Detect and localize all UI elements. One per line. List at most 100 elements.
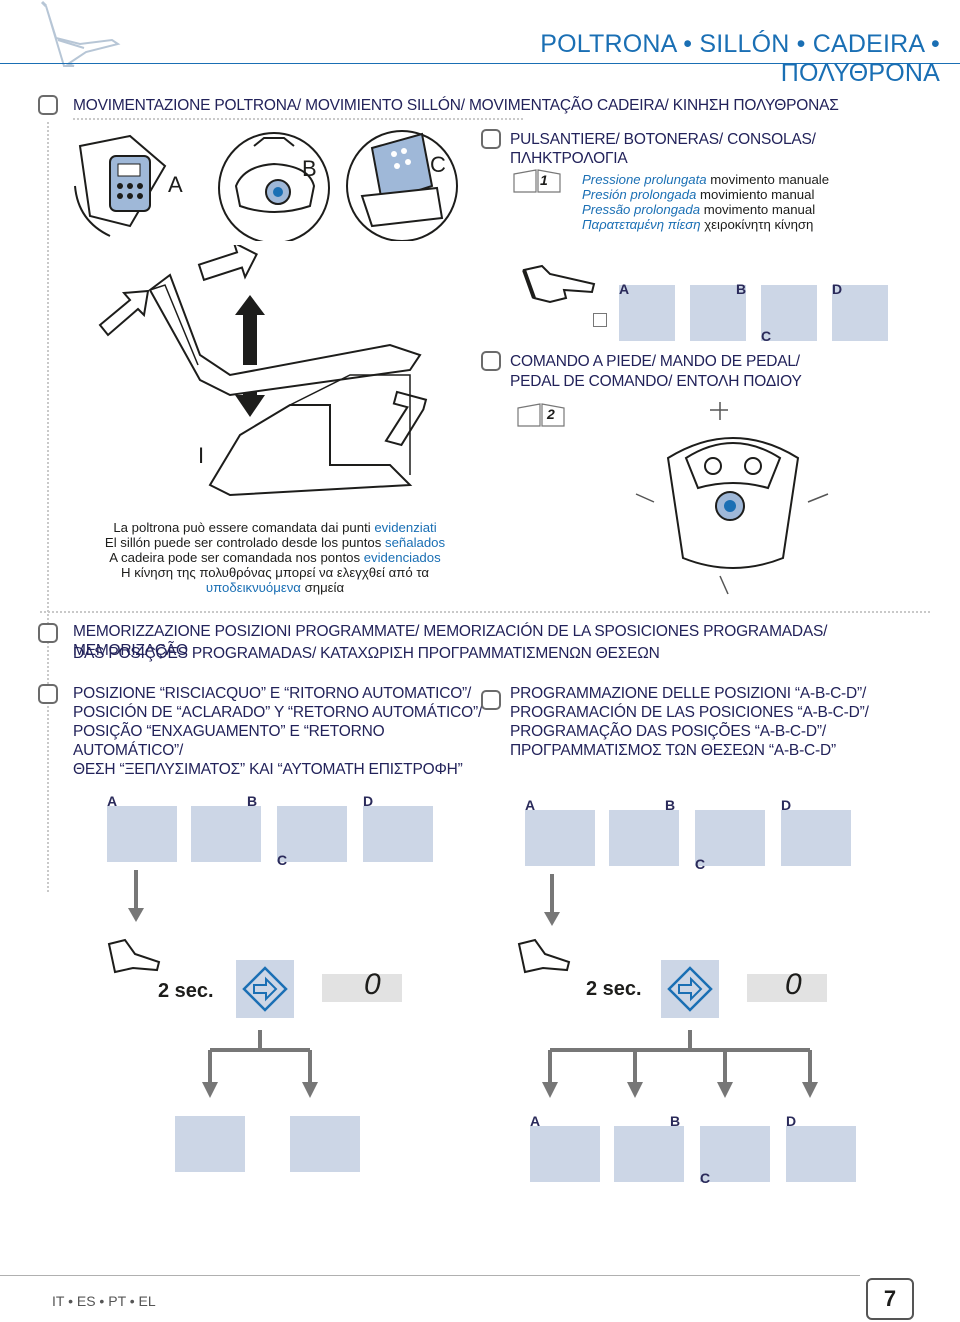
left-panel-a[interactable] — [107, 806, 177, 862]
right-panel-a[interactable] — [525, 810, 595, 866]
rinse-position-heading: POSIZIONE “RISCIACQUO” E “RITORNO AUTOMA… — [73, 684, 483, 779]
right-panel-b[interactable] — [609, 810, 679, 866]
header-chair-logo — [28, 0, 128, 74]
description-line-1: La poltrona può essere comandata dai pun… — [113, 520, 437, 535]
rinse-panel[interactable] — [175, 1116, 245, 1172]
right-display-panel — [747, 974, 827, 1002]
view-label-b: B — [302, 156, 317, 181]
section-title-pedal-line2: PEDAL DE COMANDO/ ΕΝΤΟΛΗ ΠΟΔΙΟΥ — [510, 373, 802, 390]
program-heading-line-3: PROGRAMAÇÃO DAS POSIÇÕES “A-B-C-D”/ — [510, 723, 826, 740]
program-panel-d[interactable] — [786, 1126, 856, 1182]
right-display-digit: 0 — [785, 968, 802, 1001]
footer-rule-left — [0, 1275, 860, 1276]
view-label-c: C — [430, 152, 446, 177]
detail-view-c — [342, 126, 462, 242]
checkbox-program-positions[interactable] — [481, 690, 501, 710]
left-display-panel — [322, 974, 402, 1002]
auto-return-panel[interactable] — [290, 1116, 360, 1172]
section-dotted-rule — [73, 118, 523, 120]
left-panel-letter-d: D — [363, 793, 374, 809]
console-line-4: Παρατεταμένη πίεση χειροκίνητη κίνηση — [582, 217, 814, 232]
console-line-2: Presión prolongada movimiento manual — [582, 187, 815, 202]
right-press-hand-icon — [515, 938, 575, 978]
console-panel-b[interactable] — [690, 285, 746, 341]
program-positions-heading: PROGRAMMAZIONE DELLE POSIZIONI “A-B-C-D”… — [510, 684, 930, 760]
right-panel-letter-c: C — [695, 856, 706, 872]
program-panel-letter-c: C — [700, 1170, 711, 1186]
mid-dotted-rule — [40, 611, 930, 613]
manual-book-number-1: 1 — [540, 172, 548, 188]
left-memory-button-icon[interactable] — [236, 960, 294, 1018]
description-line-2: El sillón puede ser controlado desde los… — [104, 535, 446, 550]
console-panel-letter-c: C — [761, 328, 772, 344]
left-panel-d[interactable] — [363, 806, 433, 862]
right-panel-letter-a: A — [525, 797, 536, 813]
description-line-3: A cadeira pode ser comandada nos pontos … — [109, 550, 441, 565]
left-panel-b[interactable] — [191, 806, 261, 862]
dental-chair-illustration — [90, 240, 450, 505]
left-press-hand-icon — [105, 938, 165, 978]
right-panel-d[interactable] — [781, 810, 851, 866]
program-heading-line-1: PROGRAMMAZIONE DELLE POSIZIONI “A-B-C-D”… — [510, 685, 867, 702]
program-heading-line-4: ΠΡΟΓΡΑΜΜΑΤΙΣΜΟΣ ΤΩΝ ΘΕΣΕΩΝ “A-B-C-D” — [510, 742, 836, 759]
manual-book-icon-1 — [512, 168, 562, 194]
detail-view-b — [214, 126, 334, 244]
right-branch-arrows — [540, 1030, 820, 1100]
section-title-movement: MOVIMENTAZIONE POLTRONA/ MOVIMIENTO SILL… — [73, 97, 839, 114]
left-display-digit: 0 — [364, 968, 381, 1001]
console-line-3: Pressão prolongada movimento manual — [582, 202, 816, 217]
right-memory-button-icon[interactable] — [661, 960, 719, 1018]
description-text: La poltrona può essere comandata dai pun… — [40, 520, 510, 595]
section-checkbox-consoles[interactable] — [481, 129, 501, 149]
page-number-box: 7 — [866, 1278, 914, 1320]
section-checkbox-movement[interactable] — [38, 95, 58, 115]
section-title-memory-line1: MEMORIZZAZIONE POSIZIONI PROGRAMMATE/ ME… — [73, 623, 828, 659]
console-panel-a[interactable] — [619, 285, 675, 341]
left-panel-letter-c: C — [277, 852, 288, 868]
program-panel-c[interactable] — [700, 1126, 770, 1182]
section-title-pedal-line1: COMANDO A PIEDE/ MANDO DE PEDAL/ — [510, 353, 800, 370]
section-title-memory-line2: DAS POSIÇÕES PROGRAMADAS/ ΚΑΤΑΧΩΡΙΣΗ ΠΡΟ… — [73, 645, 660, 662]
rinse-heading-line-1: POSIZIONE “RISCIACQUO” E “RITORNO AUTOMA… — [73, 685, 472, 702]
left-hold-duration: 2 sec. — [158, 980, 214, 1002]
left-arrow-down-1 — [128, 870, 144, 922]
console-panel-letter-b: B — [736, 281, 747, 297]
view-label-a: A — [168, 172, 183, 197]
program-panel-letter-d: D — [786, 1113, 797, 1129]
pointing-hand-icon — [520, 262, 600, 310]
left-branch-arrows — [190, 1030, 330, 1100]
left-panel-c[interactable] — [277, 806, 347, 862]
description-line-5: υποδεικνυόμενα σημεία — [205, 580, 345, 595]
left-panel-letter-a: A — [107, 793, 118, 809]
footer-languages: IT • ES • PT • EL — [52, 1293, 156, 1309]
right-panel-c[interactable] — [695, 810, 765, 866]
rinse-heading-line-4: ΘΕΣΗ “ΞΕΠΛΥΣΙΜΑΤΟΣ” ΚΑΙ “ΑΥΤΟΜΑΤΗ ΕΠΙΣΤΡ… — [73, 761, 463, 778]
header-rule — [0, 63, 960, 64]
console-panel-letter-d: D — [832, 281, 843, 297]
section-checkbox-memory[interactable] — [38, 623, 58, 643]
console-panel-c[interactable] — [761, 285, 817, 341]
program-heading-line-2: PROGRAMACIÓN DE LAS POSICIONES “A-B-C-D”… — [510, 704, 869, 721]
section-checkbox-pedal[interactable] — [481, 351, 501, 371]
section-title-consoles: PULSANTIERE/ BOTONERAS/ CONSOLAS/ ΠΛΗΚΤΡ… — [510, 131, 816, 167]
foot-pedal-illustration — [628, 398, 838, 603]
rinse-heading-line-3: POSIÇÃO “ENXAGUAMENTO” E “RETORNO AUTOMÁ… — [73, 723, 385, 759]
description-line-4: Η κίνηση της πολυθρόνας μπορεί να ελεγχθ… — [121, 565, 429, 580]
right-arrow-down-1 — [544, 874, 560, 926]
manual-book-icon-2 — [516, 402, 566, 428]
console-panel-d[interactable] — [832, 285, 888, 341]
console-panel-letter-a: A — [619, 281, 630, 297]
page-title: POLTRONA • SILLÓN • CADEIRA • ΠΟΛΥΘΡΟΝΑ — [540, 30, 940, 87]
manual-book-number-2: 2 — [547, 406, 555, 422]
checkbox-rinse-position[interactable] — [38, 684, 58, 704]
console-instructions: Pressione prolungata movimento manuale P… — [582, 172, 952, 232]
right-hold-duration: 2 sec. — [586, 978, 642, 1000]
program-panel-b[interactable] — [614, 1126, 684, 1182]
left-dotted-guide — [47, 122, 49, 892]
console-line-1: Pressione prolungata movimento manuale — [582, 172, 830, 187]
program-panel-letter-a: A — [530, 1113, 541, 1129]
right-panel-letter-b: B — [665, 797, 676, 813]
rinse-heading-line-2: POSICIÓN DE “ACLARADO” Y “RETORNO AUTOMÁ… — [73, 704, 483, 721]
page-number: 7 — [883, 1286, 897, 1311]
program-panel-a[interactable] — [530, 1126, 600, 1182]
